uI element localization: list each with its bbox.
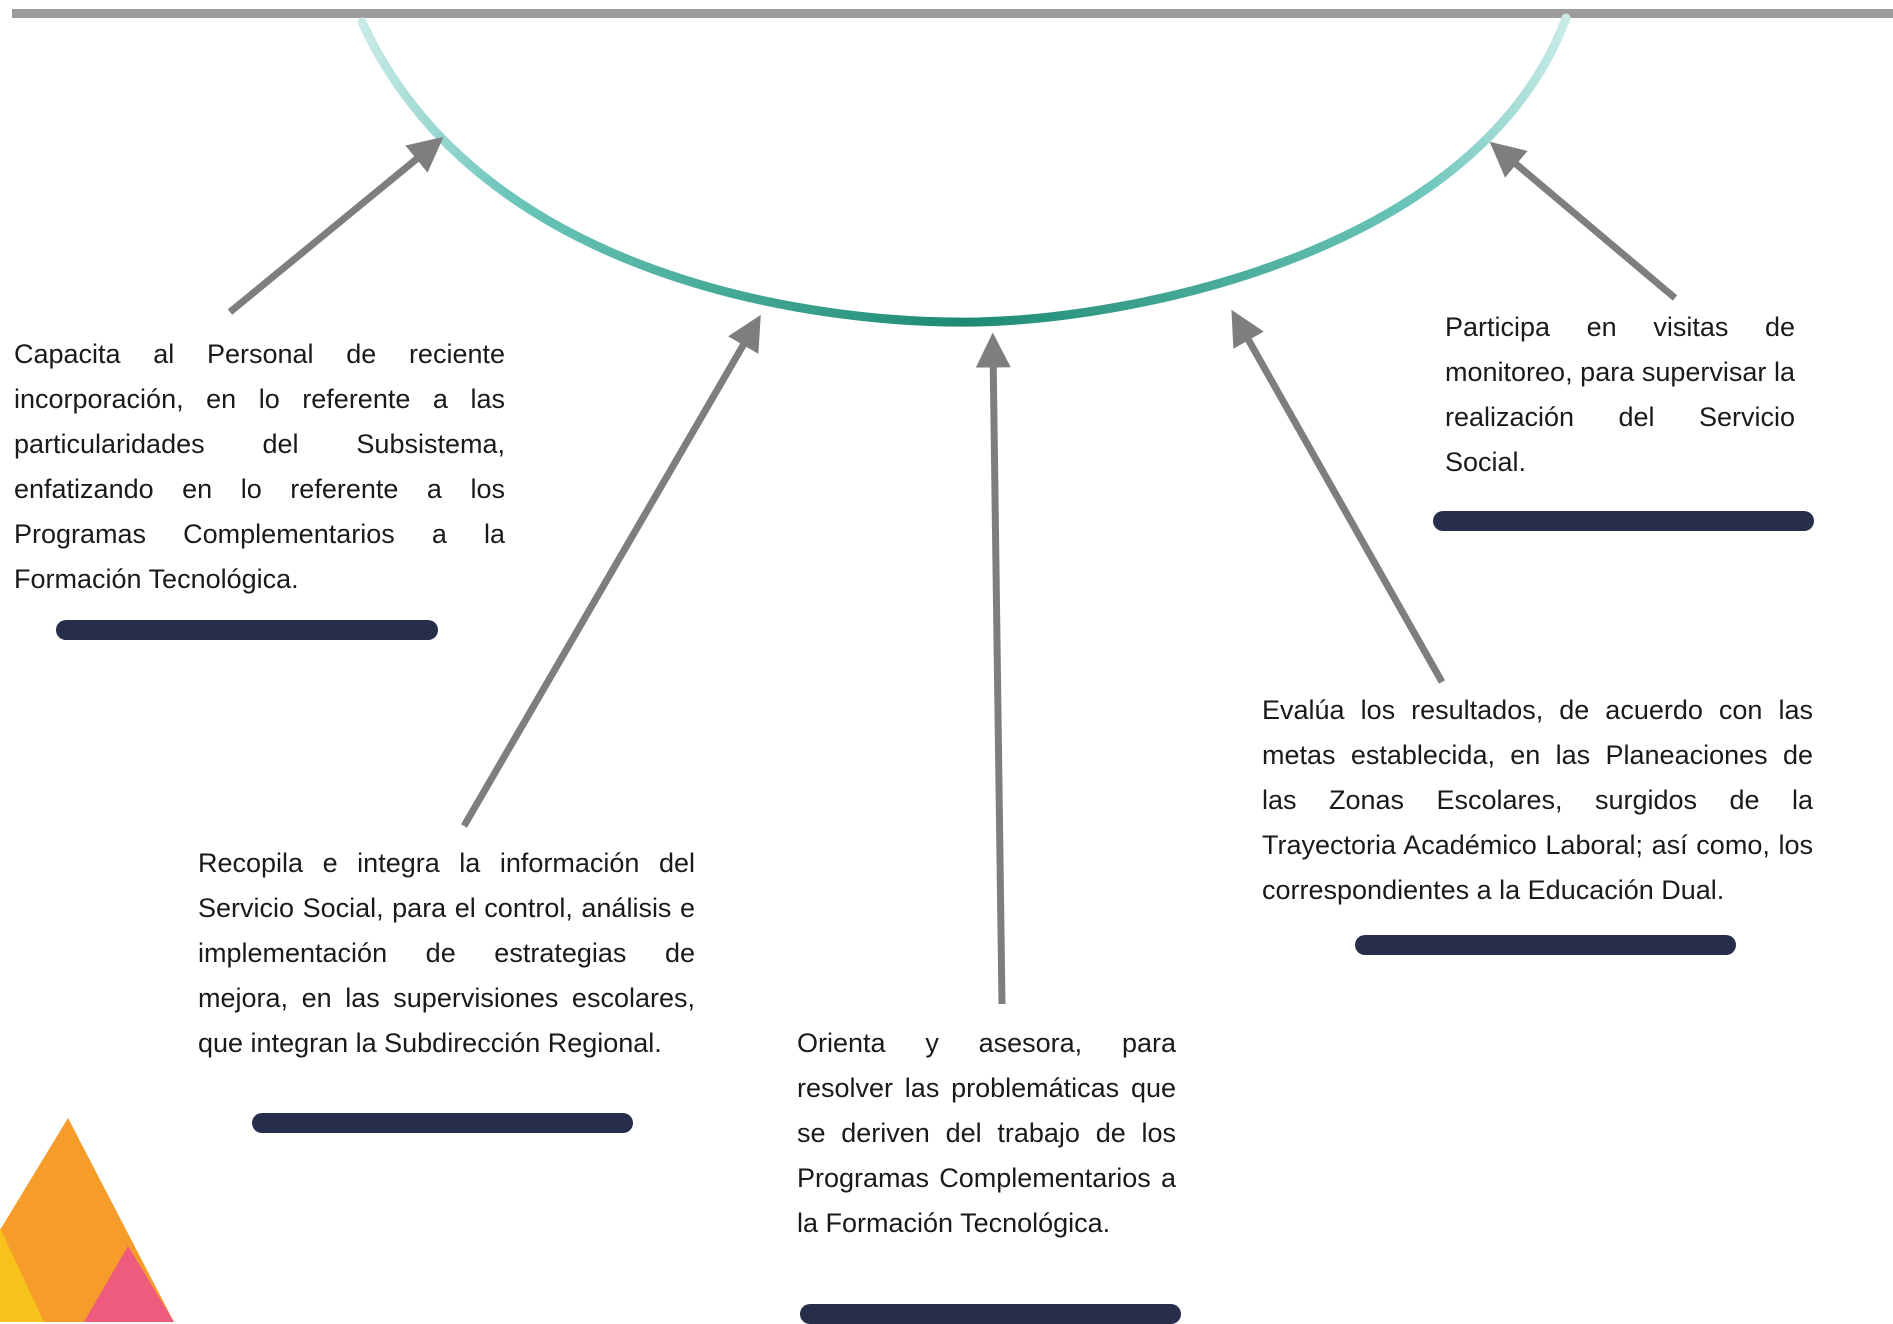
top-divider-line xyxy=(12,9,1893,18)
text-recopila: Recopila e integra la información del Se… xyxy=(198,848,695,1058)
arrow-recopila xyxy=(460,314,761,828)
logo-icon xyxy=(0,1118,174,1322)
arrow-evalua xyxy=(1231,309,1446,684)
curved-arc xyxy=(357,13,1571,327)
text-orienta: Orienta y asesora, para resolver las pro… xyxy=(797,1028,1176,1238)
arrow-orienta xyxy=(975,332,1011,1005)
bar-capacita xyxy=(56,620,438,640)
text-participa: Participa en visitas de monitoreo, para … xyxy=(1445,312,1795,477)
text-capacita: Capacita al Personal de reciente incorpo… xyxy=(14,339,505,594)
arrow-capacita xyxy=(227,136,444,315)
bar-recopila xyxy=(252,1113,633,1133)
text-evalua: Evalúa los resultados, de acuerdo con la… xyxy=(1262,695,1813,905)
arrow-participa xyxy=(1489,141,1678,301)
bar-orienta xyxy=(800,1304,1181,1324)
bar-evalua xyxy=(1355,935,1736,955)
bar-participa xyxy=(1433,511,1814,531)
